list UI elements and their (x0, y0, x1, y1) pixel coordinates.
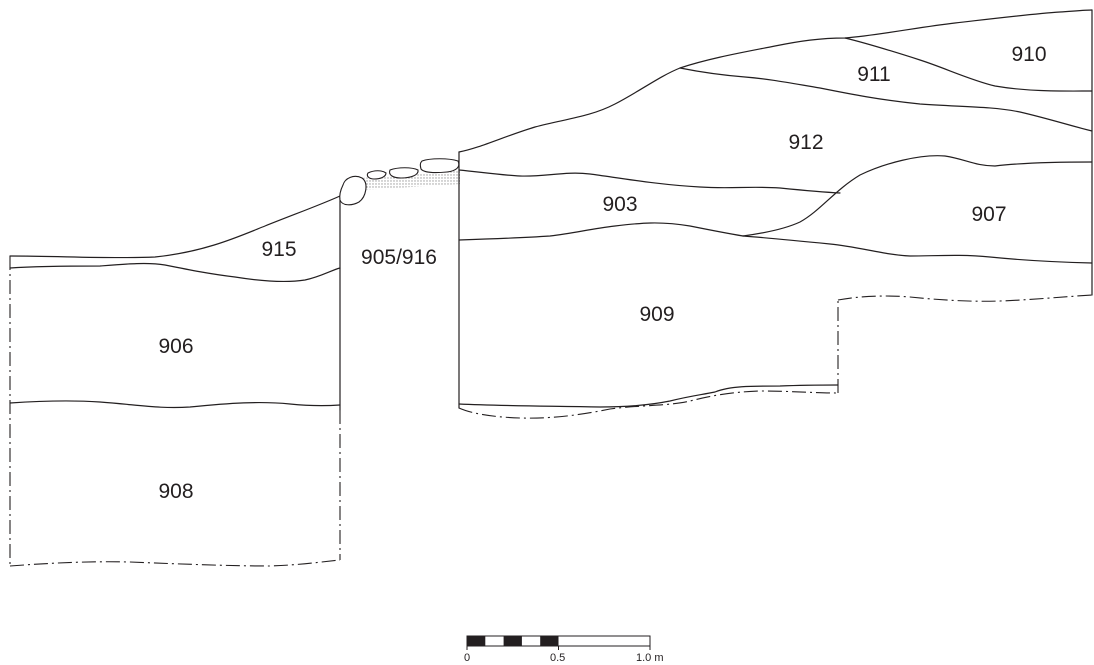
excavation-limit-base-909 (458, 390, 839, 419)
label-911: 911 (857, 63, 890, 86)
boundary-912-907 (742, 155, 1093, 237)
excavation-limit-bottom-left (9, 559, 341, 567)
label-910: 910 (1011, 43, 1046, 66)
boundary-910-911 (844, 37, 1093, 92)
label-903: 903 (602, 193, 637, 216)
stone (419, 158, 460, 174)
excavation-limit-right (837, 294, 1093, 302)
right-trench-block (458, 9, 1093, 419)
label-907: 907 (971, 203, 1006, 226)
boundary-912-903 (458, 169, 841, 194)
scale-segment (503, 636, 522, 646)
label-912: 912 (788, 131, 823, 154)
label-905-916: 905/916 (361, 246, 437, 269)
stone (389, 167, 419, 179)
scale-label-1-0-m: 1.0 m (636, 652, 664, 664)
boundary-911-912 (679, 67, 1093, 132)
label-906: 906 (158, 335, 193, 358)
stone (366, 170, 387, 180)
context-labels: 910 911 912 903 907 909 915 905/916 906 … (158, 43, 1046, 503)
scale-segment (540, 636, 559, 646)
surface-right (458, 9, 1093, 153)
surface-left (9, 195, 341, 259)
scale-bar: 0 0.5 1.0 m (464, 635, 664, 664)
scale-label-0-5: 0.5 (550, 652, 565, 664)
boundary-907-909 (742, 235, 1093, 264)
boundary-906-908 (9, 400, 341, 409)
label-908: 908 (158, 480, 193, 503)
boundary-903-909 (458, 222, 744, 241)
scale-label-0: 0 (464, 652, 470, 664)
stipple-deposit (362, 170, 460, 190)
left-trench-block (9, 195, 341, 567)
stone (339, 175, 367, 206)
boundary-915-906 (9, 262, 341, 283)
base-909 (458, 384, 839, 408)
scale-segment (467, 636, 486, 646)
stone-feature (339, 158, 460, 206)
label-915: 915 (261, 238, 296, 261)
label-909: 909 (639, 303, 674, 326)
